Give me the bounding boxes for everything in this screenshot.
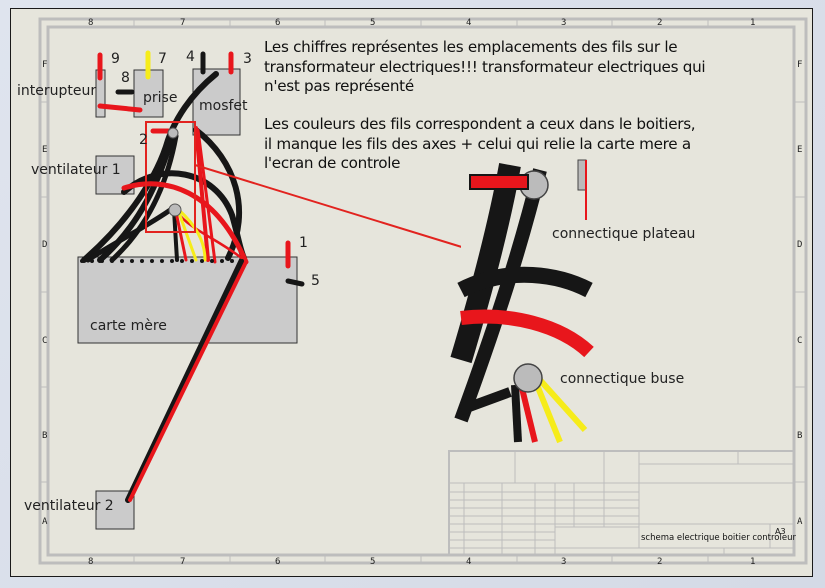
outer-frame: [38, 17, 808, 565]
note-line: transformateur electriques!!! transforma…: [264, 57, 706, 76]
detail-leader-line: [194, 164, 479, 253]
pin-row: [80, 259, 244, 263]
note-paragraph-2: Les couleurs des fils correspondent a ce…: [264, 115, 696, 174]
detail-inset: [450, 159, 594, 444]
wire-black: [172, 208, 179, 262]
note-line: l'ecran de controle: [264, 154, 401, 172]
label-ventilateur-1: ventilateur 1: [31, 162, 121, 178]
zone-row-B: B: [42, 431, 48, 441]
zone-col-8-bottom: 8: [88, 557, 94, 567]
label-carte-mere: carte mère: [90, 318, 167, 334]
wire-red: [174, 210, 188, 262]
zone-row-D: D: [42, 240, 48, 250]
title-block-sheet-size: A3: [775, 527, 786, 536]
wire-number-4: 4: [186, 49, 195, 65]
ventilateur1-box: [95, 155, 135, 195]
wire-red: [128, 260, 248, 502]
zone-col-2: 2: [657, 18, 663, 28]
detail-frame: [145, 121, 196, 233]
label-mosfet: mosfet: [199, 98, 248, 114]
note-line: il manque les fils des axes + celui qui …: [264, 134, 691, 153]
wire-number-9: 9: [111, 51, 120, 67]
label-ventilateur-2: ventilateur 2: [24, 498, 114, 514]
wire-yellow: [176, 208, 198, 262]
zone-col-6: 6: [275, 18, 281, 28]
wire-red: [121, 181, 249, 265]
wire-red: [97, 103, 143, 113]
zone-ticks: [40, 19, 806, 563]
wire-number-3: 3: [243, 51, 252, 67]
zone-col-7-bottom: 7: [180, 557, 186, 567]
note-line: Les couleurs des fils correspondent a ce…: [264, 115, 696, 133]
zone-row-F: F: [42, 60, 48, 70]
label-prise: prise: [143, 90, 178, 106]
wire-number-2: 2: [139, 132, 148, 148]
mosfet-box: [192, 68, 241, 136]
wire-number-8: 8: [121, 70, 130, 86]
label-connectique-buse: connectique buse: [560, 371, 685, 387]
yellow-wires: [145, 50, 207, 262]
zone-col-1-bottom: 1: [750, 557, 756, 567]
zone-col-8: 8: [88, 18, 94, 28]
zone-col-6-bottom: 6: [275, 557, 281, 567]
wire-number-7: 7: [158, 51, 167, 67]
red-wires: [97, 51, 291, 502]
zone-col-2-bottom: 2: [657, 557, 663, 567]
zone-row-B-right: B: [797, 431, 803, 441]
zone-col-3: 3: [561, 18, 567, 28]
zone-row-D-right: D: [797, 240, 803, 250]
wire-number-1: 1: [299, 235, 308, 251]
title-block-title: schema electrique boitier controleur: [641, 533, 796, 543]
title-block: [448, 450, 795, 556]
zone-col-5-bottom: 5: [370, 557, 376, 567]
label-connectique-plateau: connectique plateau: [552, 226, 696, 242]
zone-col-4-bottom: 4: [466, 557, 472, 567]
wire-yellow: [177, 208, 207, 262]
zone-row-A: A: [42, 517, 48, 527]
zone-row-C-right: C: [797, 336, 803, 346]
carte-mere-box: [77, 256, 298, 344]
wire-black: [125, 257, 245, 503]
note-line: Les chiffres représentes les emplacement…: [264, 38, 678, 56]
wire-5: [285, 278, 305, 287]
wire-black: [109, 133, 179, 263]
label-interrupteur: interupteur: [17, 83, 97, 99]
note-paragraph-1: Les chiffres représentes les emplacement…: [264, 38, 706, 97]
wire-black: [85, 205, 176, 263]
wire-number-5: 5: [311, 273, 320, 289]
zone-col-5: 5: [370, 18, 376, 28]
zone-row-F-right: F: [797, 60, 803, 70]
zone-col-1: 1: [750, 18, 756, 28]
plateau-connector: [167, 127, 179, 139]
zone-row-C: C: [42, 336, 48, 346]
zone-col-3-bottom: 3: [561, 557, 567, 567]
note-line: n'est pas représenté: [264, 77, 414, 95]
zone-col-7: 7: [180, 18, 186, 28]
wire-red: [194, 126, 210, 262]
zone-row-E: E: [42, 145, 48, 155]
zone-row-E-right: E: [797, 145, 803, 155]
zone-row-A-right: A: [797, 517, 803, 527]
zone-col-4: 4: [466, 18, 472, 28]
buse-connector: [168, 203, 182, 217]
